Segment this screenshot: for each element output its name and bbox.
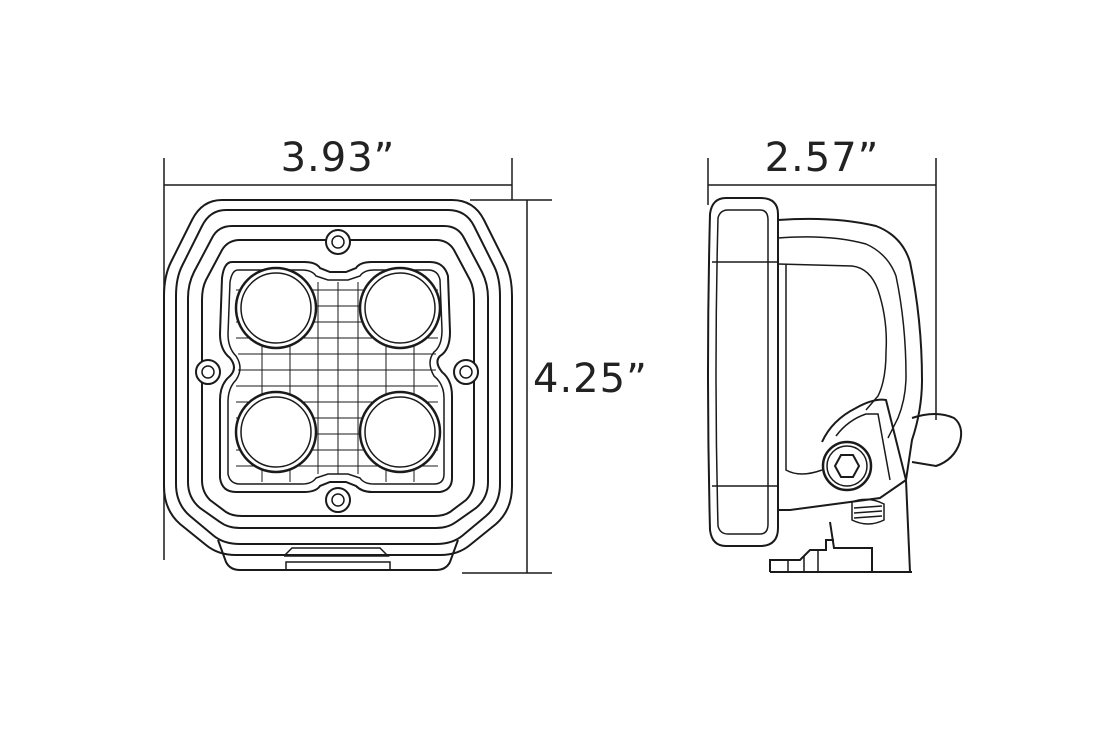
side-bracket-inner [835, 413, 891, 481]
front-bezel-inner [201, 239, 475, 517]
front-screw-bottom [325, 487, 351, 513]
front-screw-top [325, 229, 351, 255]
side-body-step [777, 263, 888, 411]
front-led-bottom-right [358, 390, 442, 474]
front-lens-inner [227, 269, 445, 485]
front-housing-rim [175, 209, 501, 545]
depth-dimension: 2.57” [707, 135, 937, 420]
front-led-top-left [234, 266, 318, 350]
width-dimension: 3.93” [163, 135, 513, 560]
side-front-bezel [707, 197, 779, 547]
depth-label: 2.57” [765, 135, 880, 181]
side-adjust-knob [851, 498, 885, 525]
side-bracket [821, 398, 912, 573]
side-body-rear-edge [785, 264, 823, 475]
front-mount-base [283, 547, 391, 570]
front-screw-left [195, 359, 221, 385]
side-view [707, 197, 963, 573]
side-base-ribs [787, 550, 819, 572]
front-screw-right [453, 359, 479, 385]
side-bolt [821, 440, 873, 492]
side-body-inner [777, 236, 907, 439]
front-outer-housing [163, 199, 513, 556]
front-bezel [187, 225, 489, 529]
front-lens-window [218, 261, 453, 493]
height-label: 4.25” [533, 356, 648, 402]
front-led-bottom-left [234, 390, 318, 474]
front-led-top-right [358, 266, 442, 350]
width-label: 3.93” [281, 135, 396, 181]
front-view [163, 199, 513, 571]
front-mount-foot [217, 539, 459, 571]
side-front-bezel-inner [715, 209, 769, 535]
side-base [769, 539, 834, 572]
side-rear-knob [911, 413, 963, 468]
height-dimension: 4.25” [462, 199, 648, 574]
